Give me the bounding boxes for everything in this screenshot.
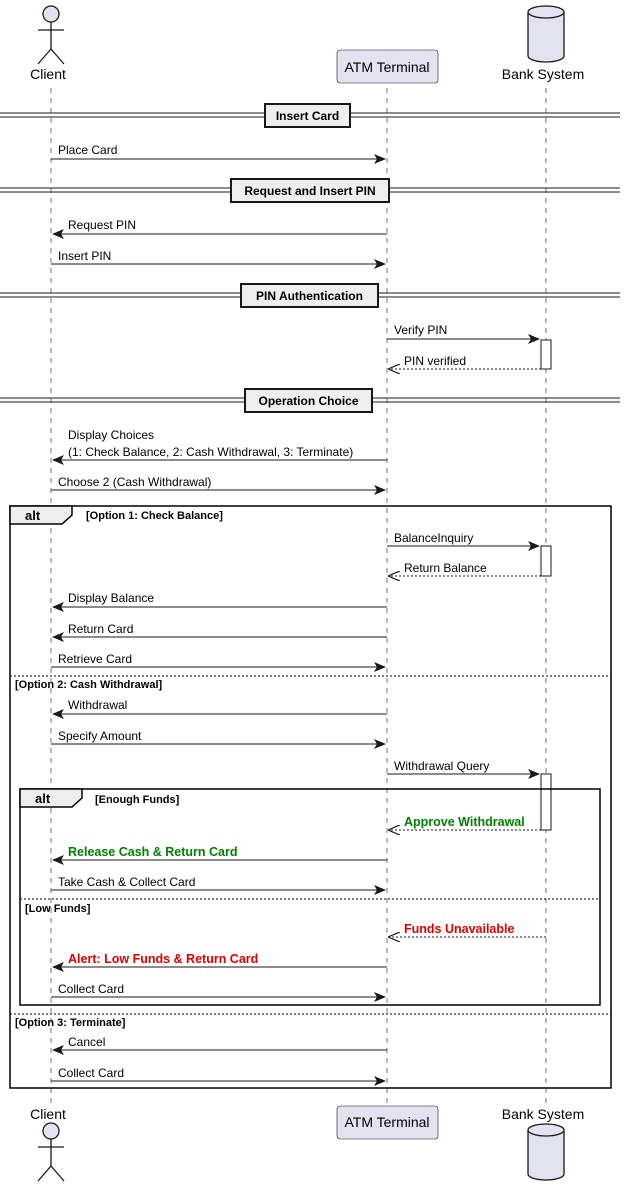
participant-label: ATM Terminal <box>344 59 429 75</box>
message-release-cash: Release Cash & Return Card <box>52 845 387 865</box>
message-label: Return Card <box>68 622 133 636</box>
bank-activation-bar <box>540 545 552 577</box>
message-withdrawal-query: Withdrawal Query <box>387 759 540 779</box>
message-pin-verified: PIN verified <box>389 354 541 369</box>
message-label: Take Cash & Collect Card <box>58 875 195 889</box>
message-label: Retrieve Card <box>58 652 132 666</box>
message-return-balance: Return Balance <box>389 561 541 576</box>
fragment-guard: [Option 2: Cash Withdrawal] <box>15 679 163 691</box>
outer-alt-fragment: alt [Option 1: Check Balance] [Option 2:… <box>9 505 612 1089</box>
message-cancel: Cancel <box>52 1035 387 1055</box>
message-withdrawal: Withdrawal <box>52 698 387 719</box>
participant-label: Bank System <box>502 1106 584 1122</box>
message-label: Place Card <box>58 143 117 157</box>
message-display-choices: Display Choices (1: Check Balance, 2: Ca… <box>52 428 387 465</box>
actor-icon <box>37 1122 65 1182</box>
message-collect-card-1: Collect Card <box>51 982 386 1002</box>
message-retrieve-card: Retrieve Card <box>51 652 386 672</box>
message-label: Verify PIN <box>394 323 447 337</box>
message-balance-inquiry: BalanceInquiry <box>387 531 540 551</box>
message-label: Collect Card <box>58 982 124 996</box>
message-take-cash: Take Cash & Collect Card <box>51 875 386 895</box>
message-label-line: (1: Check Balance, 2: Cash Withdrawal, 3… <box>68 445 353 459</box>
message-label: Funds Unavailable <box>404 922 514 936</box>
fragment-keyword: alt <box>25 508 41 523</box>
section-label: Insert Card <box>276 109 339 123</box>
section-label: PIN Authentication <box>256 289 363 303</box>
message-label: Return Balance <box>404 561 487 575</box>
section-pin-authentication: PIN Authentication <box>0 283 620 308</box>
message-display-balance: Display Balance <box>52 591 387 612</box>
section-insert-card: Insert Card <box>0 103 620 128</box>
database-icon <box>527 5 565 63</box>
message-label: Cancel <box>68 1035 105 1049</box>
atm-participant-top: ATM Terminal <box>336 49 439 84</box>
message-label: Release Cash & Return Card <box>68 845 238 859</box>
client-participant-top: Client <box>30 5 66 82</box>
fragment-guard: [Option 3: Terminate] <box>15 1017 126 1029</box>
client-participant-bottom: Client <box>30 1106 66 1182</box>
bank-activation-bar <box>540 773 552 831</box>
message-verify-pin: Verify PIN <box>387 323 540 344</box>
message-label: Specify Amount <box>58 729 142 743</box>
message-alert-low-funds: Alert: Low Funds & Return Card <box>52 952 387 972</box>
message-request-pin: Request PIN <box>52 218 387 239</box>
fragment-guard: [Low Funds] <box>25 903 91 915</box>
message-label: Alert: Low Funds & Return Card <box>68 952 258 966</box>
participant-box <box>336 49 439 84</box>
inner-alt-fragment: alt [Enough Funds] [Low Funds] <box>19 788 601 1006</box>
actor-icon <box>37 5 65 65</box>
message-label-line: Display Choices <box>68 428 154 442</box>
message-funds-unavailable: Funds Unavailable <box>389 922 546 937</box>
database-icon <box>527 1123 565 1181</box>
message-place-card: Place Card <box>51 143 386 164</box>
message-label: Choose 2 (Cash Withdrawal) <box>58 475 211 489</box>
message-label: Collect Card <box>58 1066 124 1080</box>
participant-label: Bank System <box>502 66 584 82</box>
message-label: BalanceInquiry <box>394 531 473 545</box>
participant-label: Client <box>30 1106 66 1122</box>
message-collect-card-2: Collect Card <box>51 1066 386 1086</box>
participant-label: ATM Terminal <box>344 1114 429 1130</box>
message-label: Display Balance <box>68 591 154 605</box>
message-label: Approve Withdrawal <box>404 815 525 829</box>
message-insert-pin: Insert PIN <box>51 249 386 269</box>
participant-label: Client <box>30 66 66 82</box>
bank-participant-top: Bank System <box>502 5 584 82</box>
section-label: Request and Insert PIN <box>244 184 375 198</box>
message-label: PIN verified <box>404 354 466 368</box>
section-label: Operation Choice <box>258 394 358 408</box>
fragment-guard: [Enough Funds] <box>95 794 180 806</box>
section-request-pin: Request and Insert PIN <box>0 178 620 203</box>
bank-participant-bottom: Bank System <box>502 1106 584 1181</box>
message-label: Withdrawal Query <box>394 759 489 773</box>
message-label: Withdrawal <box>68 698 127 712</box>
message-approve-withdrawal: Approve Withdrawal <box>389 815 541 830</box>
section-operation-choice: Operation Choice <box>0 388 620 413</box>
bank-activation-bar <box>540 339 552 370</box>
message-label: Display Choices (1: Check Balance, 2: Ca… <box>68 428 353 459</box>
message-label: Request PIN <box>68 218 136 232</box>
message-specify-amount: Specify Amount <box>51 729 386 749</box>
participant-box <box>336 1105 439 1140</box>
fragment-keyword: alt <box>35 791 51 806</box>
atm-participant-bottom: ATM Terminal <box>336 1105 439 1140</box>
fragment-guard: [Option 1: Check Balance] <box>86 510 223 522</box>
message-return-card: Return Card <box>52 622 387 642</box>
message-choose-2: Choose 2 (Cash Withdrawal) <box>51 475 386 495</box>
message-label: Insert PIN <box>58 249 111 263</box>
